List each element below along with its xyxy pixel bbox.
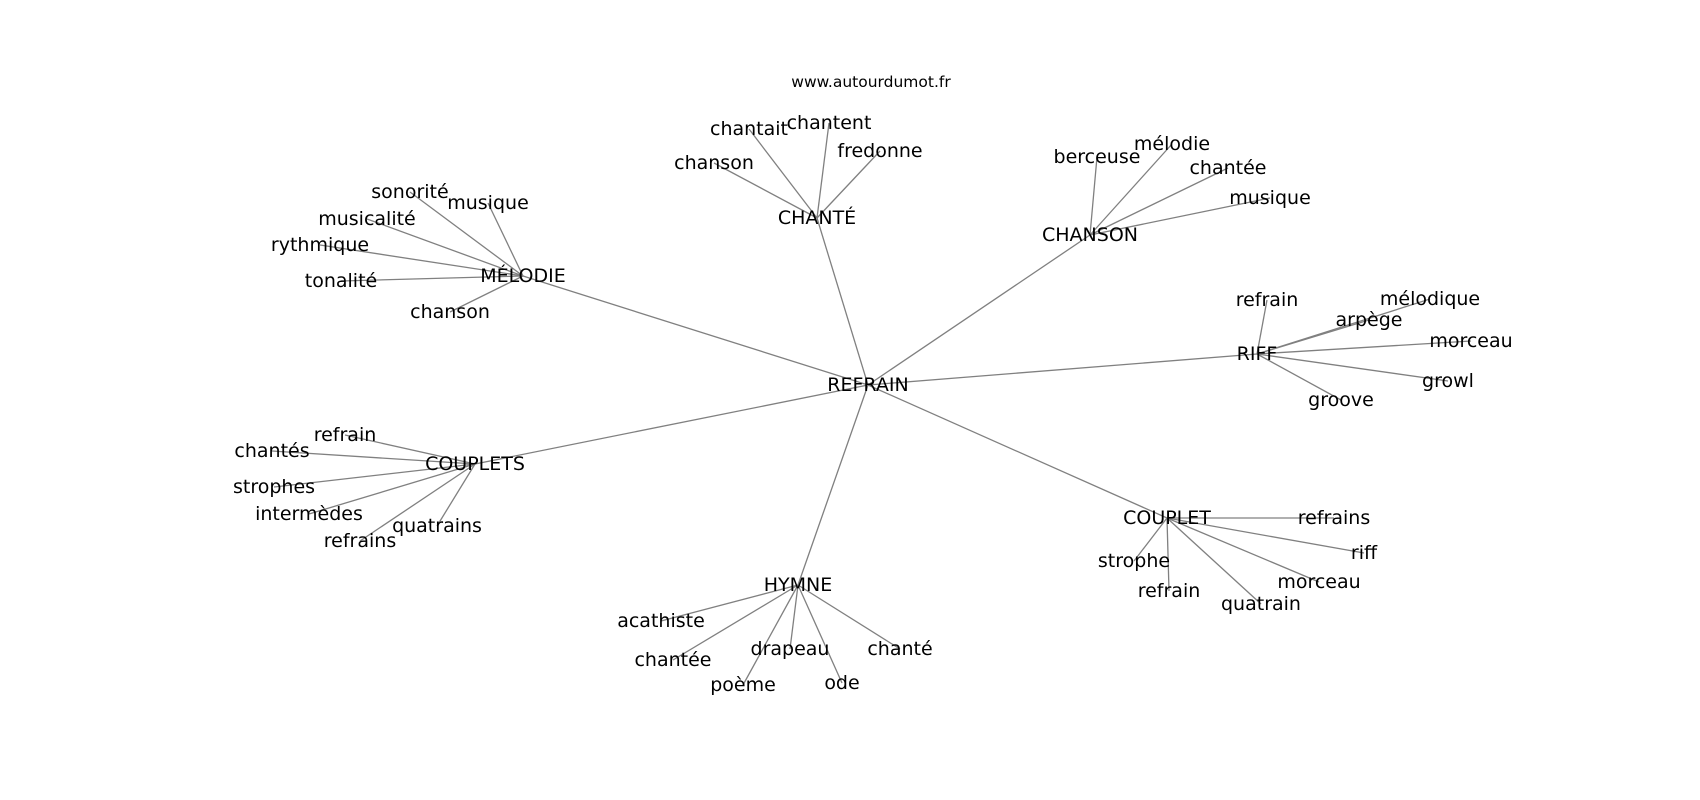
leaf-node-couplet-riff: riff	[1351, 542, 1378, 564]
leaf-node-riff-groove: groove	[1308, 389, 1374, 411]
leaf-node-hymne-ode: ode	[824, 672, 859, 694]
leaf-node-couplets-refrain: refrain	[314, 424, 377, 446]
leaf-node-chanson-melodie: mélodie	[1134, 133, 1210, 155]
leaf-node-chanson-berceuse: berceuse	[1054, 146, 1141, 168]
hub-node-couplet: COUPLET	[1123, 507, 1211, 529]
edge-couplets-strophes	[273, 463, 476, 488]
edge-chante-chantait	[748, 128, 818, 219]
site-url: www.autourdumot.fr	[791, 73, 951, 91]
leaf-node-melodie-musique: musique	[447, 192, 529, 214]
edge-chante-fredonne	[816, 150, 881, 219]
edge-couplets-chantes	[271, 450, 476, 465]
leaf-node-hymne-chantee: chantée	[634, 649, 711, 671]
edge-chanson-berceuse	[1089, 156, 1098, 236]
edge-riff-refrain	[1256, 299, 1268, 355]
edge-couplet-quatrain	[1166, 517, 1262, 605]
edge-couplet-morceau	[1166, 517, 1320, 583]
edge-couplet-refrain	[1166, 517, 1170, 592]
edge-couplets-refrain	[344, 434, 476, 465]
edge-riff-growl	[1256, 353, 1449, 382]
center-node-label: REFRAIN	[827, 374, 908, 396]
leaf-node-melodie-tonalite: tonalité	[305, 270, 377, 292]
hub-node-couplets: COUPLETS	[425, 453, 525, 475]
edge-melodie-sonorite	[409, 191, 524, 277]
edge-chante-chanson	[713, 162, 818, 219]
edge-chanson-melodie	[1089, 143, 1173, 236]
leaf-node-melodie-chanson: chanson	[410, 301, 490, 323]
leaf-node-melodie-sonorite: sonorité	[371, 181, 448, 203]
edge-refrain-chanson	[867, 234, 1091, 386]
hub-node-melodie: MÉLODIE	[480, 264, 566, 287]
edge-hymne-chante	[797, 584, 901, 650]
hub-node-riff: RIFF	[1237, 343, 1278, 365]
hub-node-chante: CHANTÉ	[778, 206, 856, 229]
hub-node-chanson: CHANSON	[1042, 224, 1138, 246]
leaf-node-couplets-intermedes: intermèdes	[255, 503, 363, 525]
edge-refrain-chante	[816, 217, 869, 386]
leaf-node-hymne-chante: chanté	[867, 638, 932, 660]
edge-riff-arpege	[1256, 319, 1370, 355]
leaf-node-riff-refrain: refrain	[1236, 289, 1299, 311]
edge-chante-chantent	[816, 122, 830, 219]
edge-refrain-melodie	[522, 275, 869, 386]
edge-hymne-poeme	[742, 584, 799, 686]
leaf-node-riff-growl: growl	[1422, 370, 1474, 392]
leaf-node-riff-morceau: morceau	[1429, 330, 1512, 352]
edge-hymne-chantee	[672, 584, 799, 661]
edge-hymne-drapeau	[789, 584, 799, 650]
leaf-node-couplets-chantes: chantés	[234, 440, 309, 462]
hub-node-hymne: HYMNE	[764, 574, 833, 596]
leaf-node-hymne-poeme: poème	[710, 674, 776, 696]
leaf-node-melodie-musicalite: musicalité	[318, 208, 416, 230]
leaf-node-hymne-acathiste: acathiste	[617, 610, 705, 632]
leaf-node-couplet-refrain: refrain	[1138, 580, 1201, 602]
edge-melodie-chanson	[449, 275, 524, 313]
edge-chanson-chantee	[1089, 167, 1229, 236]
leaf-node-couplet-refrains: refrains	[1298, 507, 1370, 529]
edge-melodie-musicalite	[366, 218, 524, 277]
leaf-node-riff-arpege: arpège	[1336, 309, 1403, 331]
edge-couplets-quatrains	[436, 463, 476, 527]
leaf-node-hymne-drapeau: drapeau	[751, 638, 830, 660]
edge-melodie-musique	[487, 202, 524, 277]
leaf-node-chanson-musique: musique	[1229, 187, 1311, 209]
edge-refrain-couplet	[867, 384, 1168, 519]
edge-chanson-musique	[1089, 197, 1271, 236]
leaf-node-chante-chanson: chanson	[674, 152, 754, 174]
edge-couplets-intermedes	[308, 463, 476, 515]
edge-refrain-riff	[867, 353, 1258, 386]
leaf-node-couplet-quatrain: quatrain	[1221, 593, 1301, 615]
graph-labels: www.autourdumot.fr REFRAIN MÉLODIE sonorit…	[233, 73, 1513, 696]
edge-couplets-refrains	[359, 463, 476, 542]
leaf-node-chante-fredonne: fredonne	[837, 140, 922, 162]
edge-riff-groove	[1256, 353, 1342, 401]
leaf-node-chante-chantent: chantent	[787, 112, 872, 134]
leaf-node-melodie-rythmique: rythmique	[271, 234, 369, 256]
leaf-node-chante-chantait: chantait	[710, 118, 788, 140]
edge-couplet-strophe	[1133, 517, 1168, 562]
edge-refrain-hymne	[797, 384, 869, 586]
edge-refrain-couplets	[474, 384, 869, 465]
graph-edges	[271, 122, 1472, 686]
leaf-node-couplets-quatrains: quatrains	[392, 515, 482, 537]
leaf-node-couplet-morceau: morceau	[1277, 571, 1360, 593]
leaf-node-couplet-strophe: strophe	[1098, 550, 1170, 572]
edge-riff-morceau	[1256, 340, 1472, 355]
leaf-node-couplets-strophes: strophes	[233, 476, 315, 498]
edge-couplet-riff	[1166, 517, 1365, 554]
leaf-node-couplets-refrains: refrains	[324, 530, 396, 552]
leaf-node-chanson-chantee: chantée	[1189, 157, 1266, 179]
edge-melodie-tonalite	[340, 275, 524, 282]
edge-hymne-ode	[797, 584, 843, 684]
edge-melodie-rythmique	[319, 244, 524, 277]
edge-hymne-acathiste	[660, 584, 799, 622]
leaf-node-riff-melodique: mélodique	[1380, 288, 1480, 310]
